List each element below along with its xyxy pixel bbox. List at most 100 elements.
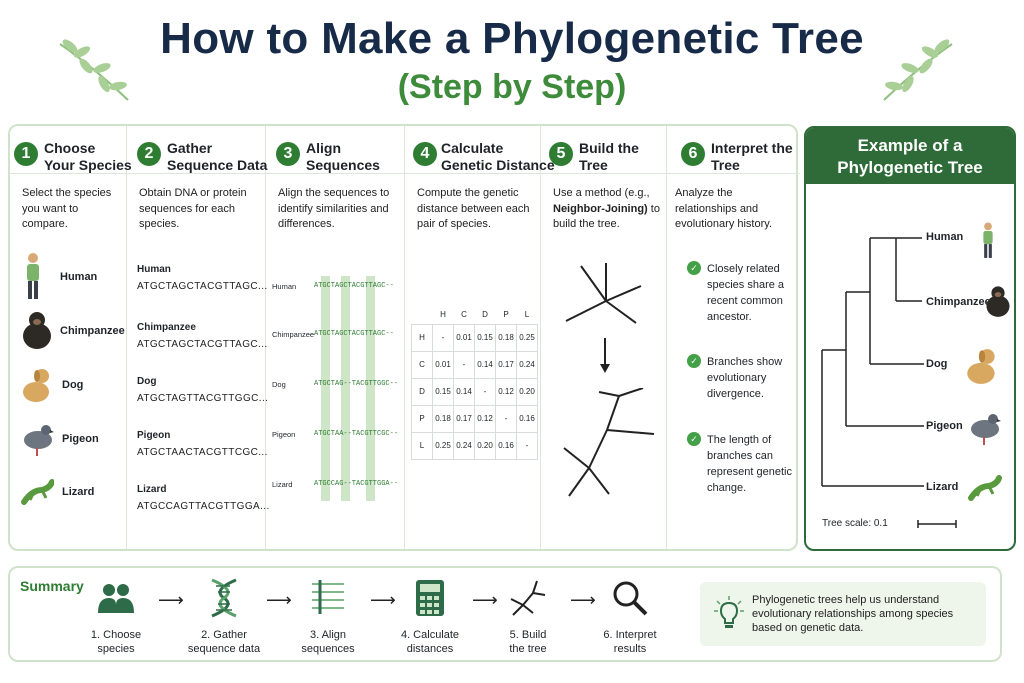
page-title: How to Make a Phylogenetic Tree	[160, 14, 864, 63]
check-icon: ✓	[687, 261, 701, 275]
star-tree-icon	[565, 263, 642, 324]
species-human: Human	[20, 252, 97, 302]
align-icon	[312, 580, 344, 614]
pigeon-icon	[971, 414, 1001, 445]
step-number: 5	[549, 142, 573, 166]
species-lizard: Lizard	[20, 476, 94, 508]
arrow-icon: ⟶	[570, 590, 596, 610]
arrow-icon: ⟶	[370, 590, 396, 610]
human-icon	[27, 253, 39, 299]
magnifier-icon	[613, 581, 648, 616]
tree-label-chimpanzee: Chimpanzee	[926, 296, 991, 308]
tree-scale: Tree scale: 0.1	[822, 518, 888, 529]
step-description: Compute the genetic distance between eac…	[417, 187, 530, 230]
arrow-icon: ⟶	[266, 590, 292, 610]
species-dog: Dog	[20, 366, 83, 404]
sequence-name: Human	[137, 264, 171, 275]
dna-icon	[211, 578, 237, 618]
phylogenetic-tree-diagram	[821, 237, 957, 528]
pigeon-icon	[24, 425, 54, 456]
interpret-point: ✓Closely related species share a recent …	[687, 261, 805, 325]
species-pigeon: Pigeon	[20, 420, 99, 458]
tree-label-human: Human	[926, 231, 964, 243]
step-number: 6	[681, 142, 705, 166]
chimpanzee-icon	[986, 286, 1010, 317]
check-icon: ✓	[687, 432, 701, 446]
calculator-icon	[416, 580, 444, 616]
chimpanzee-icon	[23, 312, 51, 349]
species-chimpanzee: Chimpanzee	[20, 310, 125, 352]
sequence-text: ATGCTAGCTACGTTAGC...	[137, 281, 268, 292]
step-number: 3	[276, 142, 300, 166]
alignment-highlight-bar	[321, 276, 330, 501]
sequence-text: ATGCTAGTTACGTTGGC...	[137, 393, 269, 404]
human-icon	[983, 222, 993, 258]
example-title: Example of a Phylogenetic Tree	[806, 128, 1014, 184]
interpret-point: ✓Branches show evolutionary divergence.	[687, 354, 805, 402]
check-icon: ✓	[687, 354, 701, 368]
step-description: Align the sequences to identify similari…	[278, 187, 390, 230]
lizard-icon	[21, 479, 54, 505]
step-number: 1	[14, 142, 38, 166]
step-number: 2	[137, 142, 161, 166]
lightbulb-icon	[714, 596, 744, 628]
summary-title: Summary	[20, 578, 84, 594]
tree-label-dog: Dog	[926, 358, 948, 370]
step-description: Use a method (e.g., Neighbor-Joining) to…	[553, 187, 660, 230]
example-tree-panel: Example of a Phylogenetic Tree Human Chi…	[804, 126, 1016, 551]
dog-icon	[23, 369, 49, 402]
alignment-highlight-bar	[341, 276, 350, 501]
lizard-icon	[968, 475, 1002, 501]
alignment-highlight-bar	[366, 276, 375, 501]
tree-label-pigeon: Pigeon	[926, 420, 963, 432]
tree-label-lizard: Lizard	[926, 481, 959, 493]
summary-info-box: Phylogenetic trees help us understand ev…	[700, 582, 986, 646]
step-description: Select the species you want to compare.	[22, 187, 112, 230]
page-subtitle: (Step by Step)	[397, 68, 627, 106]
summary-info-text: Phylogenetic trees help us understand ev…	[752, 594, 954, 634]
sequence-name: Pigeon	[137, 430, 171, 441]
interpret-point: ✓The length of branches can represent ge…	[687, 432, 805, 496]
down-arrow-icon	[600, 338, 610, 373]
sequence-name: Lizard	[137, 484, 167, 495]
dog-icon	[967, 349, 995, 384]
leaf-decoration-right-icon	[883, 39, 953, 101]
sequence-text: ATGCTAACTACGTTCGC...	[137, 447, 268, 458]
people-icon	[98, 584, 134, 613]
sequence-name: Chimpanzee	[137, 322, 196, 333]
sequence-text: ATGCTAGCTACGTTAGC...	[137, 339, 268, 350]
sequence-name: Dog	[137, 376, 157, 387]
step-description: Analyze the relationships and evolutiona…	[675, 187, 773, 230]
arrow-icon: ⟶	[158, 590, 184, 610]
nj-tree-icon	[563, 388, 655, 497]
arrow-icon: ⟶	[472, 590, 498, 610]
step-number: 4	[413, 142, 437, 166]
step-description: Obtain DNA or protein sequences for each…	[139, 187, 247, 230]
